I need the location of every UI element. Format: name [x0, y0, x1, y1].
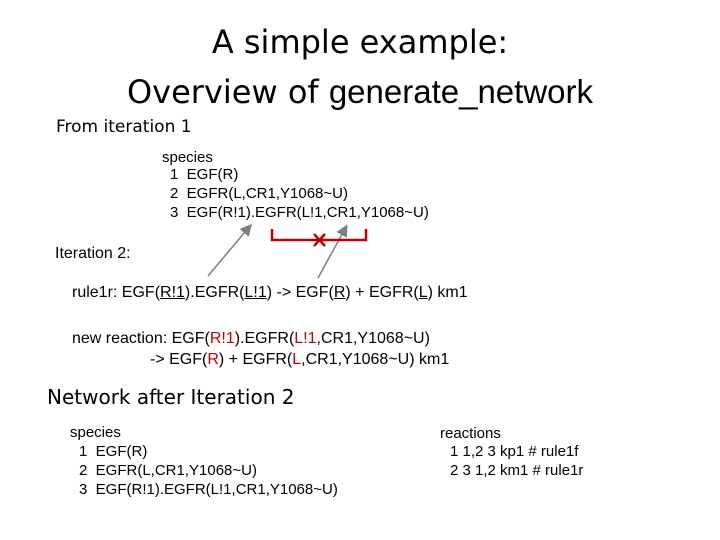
rule-line: rule1r: EGF(R!1).EGFR(L!1) -> EGF(R) + E…: [72, 284, 468, 302]
reaction-text: -> EGF(: [150, 351, 208, 368]
arrow-to-l1: [317, 224, 348, 279]
title-function-name: generate_network: [328, 73, 594, 110]
reaction-item: 1 1,2 3 kp1 # rule1f: [450, 443, 579, 460]
reaction-item: 2 3 1,2 km1 # rule1r: [450, 462, 584, 479]
new-reaction-products-line: -> EGF(R) + EGFR(L,CR1,Y1068~U) km1: [150, 351, 449, 369]
reactions-label: reactions: [440, 425, 501, 442]
reaction-site-l1: L!1: [294, 330, 317, 347]
product-site-l: L: [292, 351, 302, 368]
network-species-item: 3 EGF(R!1).EGFR(L!1,CR1,Y1068~U): [79, 481, 338, 498]
species-item: 3 EGF(R!1).EGFR(L!1,CR1,Y1068~U): [170, 204, 429, 221]
rule-site-r1: R!1: [160, 284, 185, 301]
arrow-to-r1: [207, 223, 252, 277]
network-species-label: species: [70, 424, 121, 441]
rule-text: ).EGFR(: [184, 284, 245, 301]
rule-text: rule1r: EGF(: [72, 284, 161, 301]
title-prefix: Overview of: [126, 73, 329, 111]
reaction-text: ,CR1,Y1068~U): [316, 330, 430, 347]
rule-text: ) + EGFR(: [345, 284, 419, 301]
iteration2-heading: Iteration 2:: [55, 245, 131, 262]
new-reaction-line: new reaction: EGF(R!1).EGFR(L!1,CR1,Y106…: [72, 330, 430, 348]
reaction-text: ,CR1,Y1068~U) km1: [301, 351, 450, 368]
from-iteration-heading: From iteration 1: [56, 117, 192, 137]
reaction-text: ) + EGFR(: [218, 351, 293, 368]
slide-title-line1: A simple example:: [211, 23, 509, 61]
rule-text: ) -> EGF(: [266, 284, 334, 301]
species-item: 2 EGFR(L,CR1,Y1068~U): [170, 185, 348, 202]
slide-title-line2: Overview of generate_network: [0, 72, 720, 112]
rule-site-l1: L!1: [244, 284, 267, 301]
species-label: species: [162, 149, 213, 166]
rule-text: ) km1: [427, 284, 468, 301]
reaction-text: new reaction: EGF(: [72, 330, 210, 347]
species-item: 1 EGF(R): [170, 166, 239, 183]
product-site-r: R: [207, 351, 219, 368]
network-heading: Network after Iteration 2: [47, 385, 295, 409]
rule-site-l: L: [418, 284, 428, 301]
bond-break-x-icon: [313, 233, 326, 247]
reaction-text: ).EGFR(: [234, 330, 295, 347]
rule-site-r: R: [333, 284, 346, 301]
reaction-site-r1: R!1: [209, 330, 235, 347]
network-species-item: 2 EGFR(L,CR1,Y1068~U): [79, 462, 257, 479]
network-species-item: 1 EGF(R): [79, 443, 148, 460]
